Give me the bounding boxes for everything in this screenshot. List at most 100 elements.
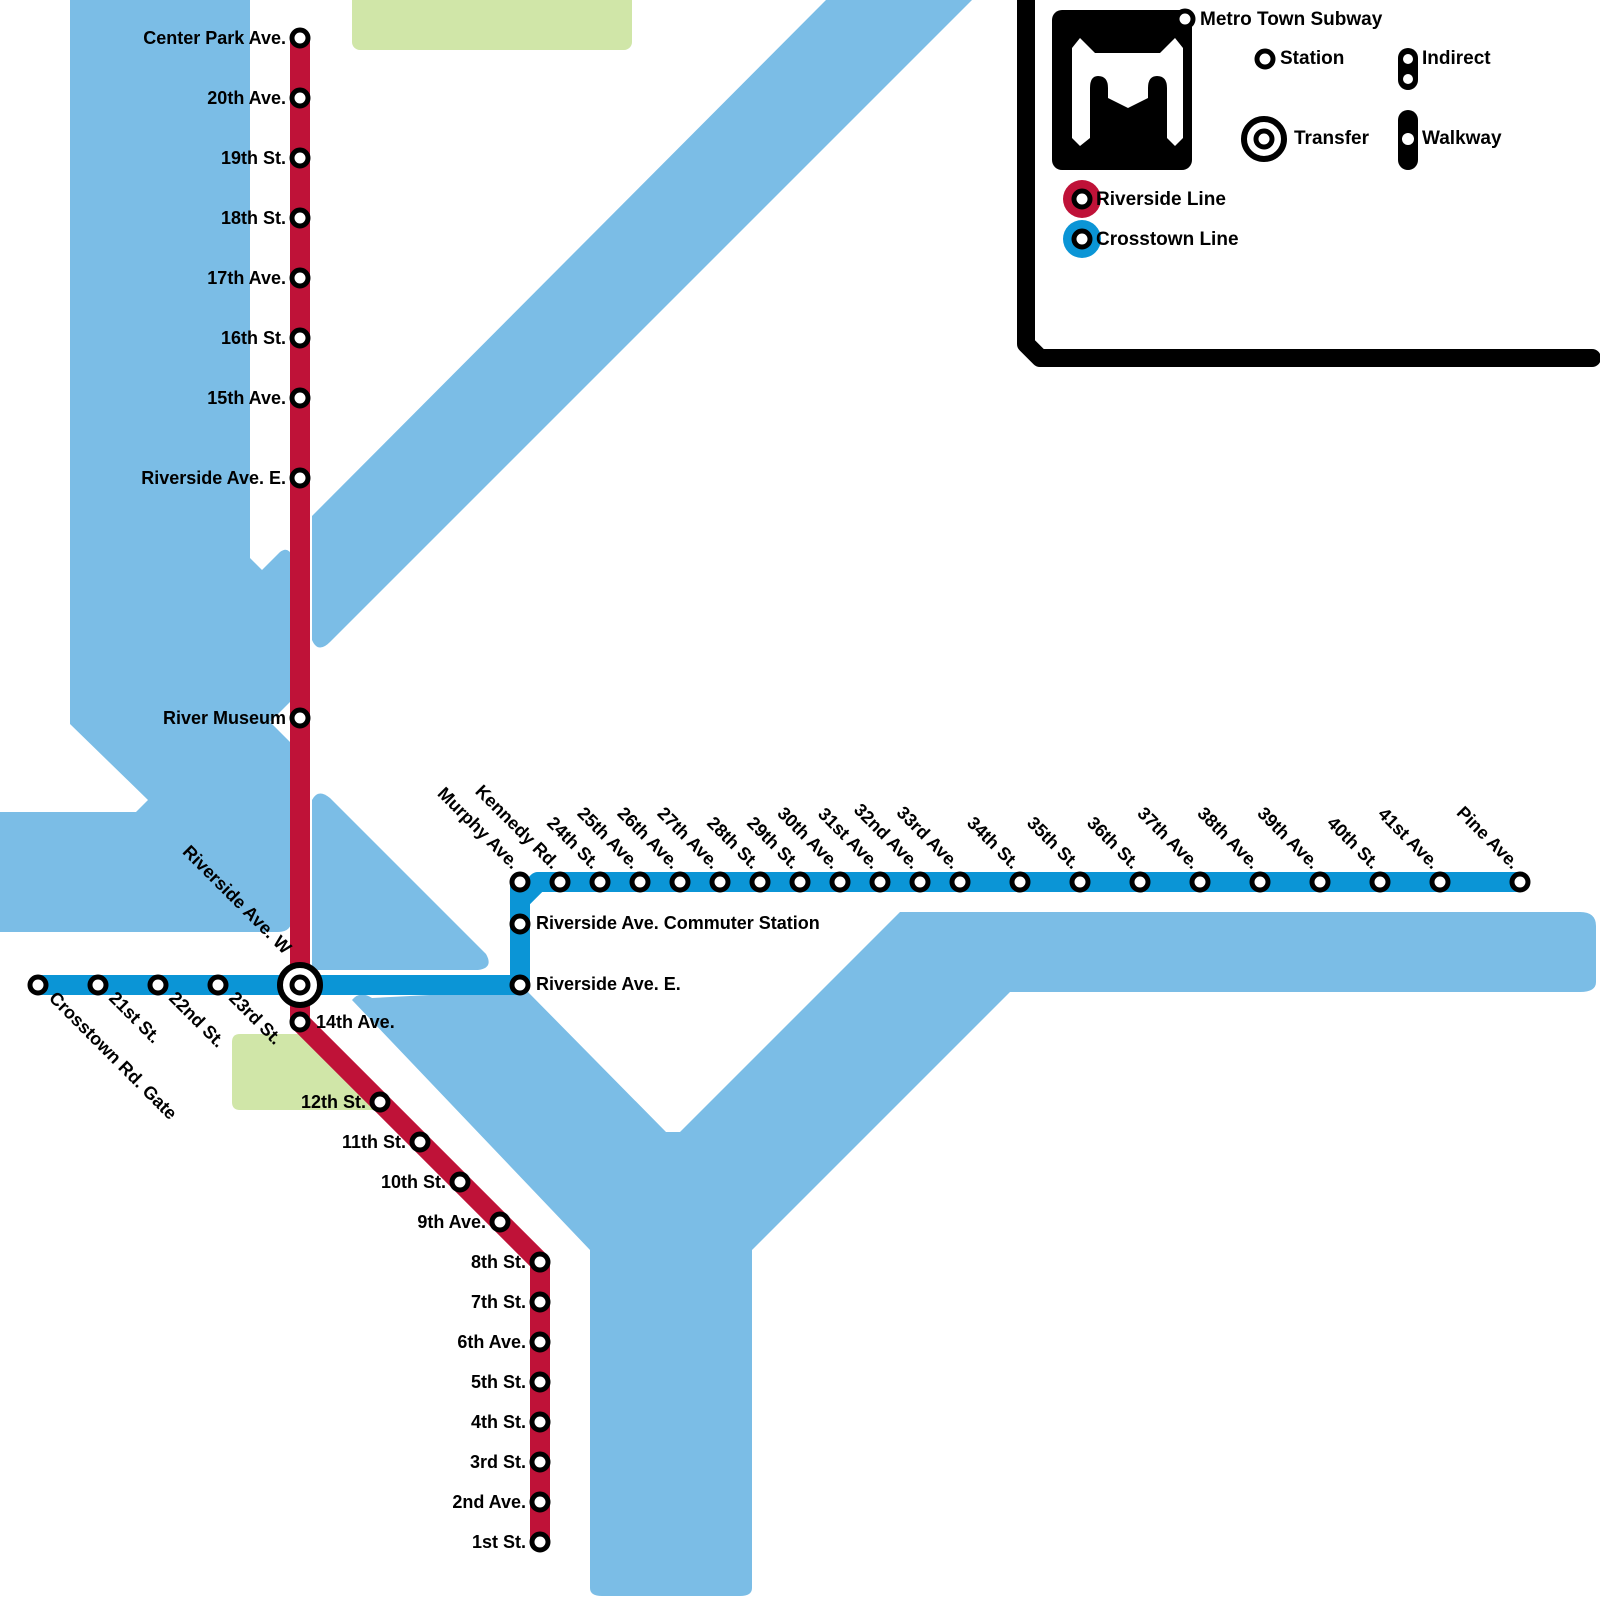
river-diagonal-mid xyxy=(312,793,489,970)
river-west xyxy=(0,0,292,932)
station-crosstown-38th-ave[interactable] xyxy=(1249,871,1271,893)
legend-crosstown-label: Crosstown Line xyxy=(1096,229,1239,250)
station-label-6th-ave: 6th Ave. xyxy=(457,1332,526,1352)
legend-station-icon xyxy=(1254,48,1276,70)
station-riverside-4th-st[interactable] xyxy=(529,1411,551,1433)
legend-walkway-label: Walkway xyxy=(1422,128,1502,149)
station-crosstown-30th-ave[interactable] xyxy=(829,871,851,893)
station-label-17th-ave: 17th Ave. xyxy=(207,268,286,288)
station-riverside-11th-st[interactable] xyxy=(409,1131,431,1153)
station-crosstown-kennedy-rd[interactable] xyxy=(549,871,571,893)
station-riverside-1st-st[interactable] xyxy=(529,1531,551,1553)
station-crosstown-riverside-ave-e[interactable] xyxy=(509,974,531,996)
station-crosstown-34th-st[interactable] xyxy=(1009,871,1031,893)
legend-indirect-dot-b xyxy=(1403,74,1413,84)
station-riverside-12th-st[interactable] xyxy=(369,1091,391,1113)
station-crosstown-35th-st[interactable] xyxy=(1069,871,1091,893)
station-crosstown-riverside-ave-commuter-station[interactable] xyxy=(509,913,531,935)
station-crosstown-murphy-ave[interactable] xyxy=(509,871,531,893)
station-crosstown-21st-st[interactable] xyxy=(87,974,109,996)
legend-station-label: Station xyxy=(1280,48,1344,69)
station-riverside-7th-st[interactable] xyxy=(529,1291,551,1313)
legend-walkway-dot xyxy=(1402,133,1414,145)
station-label-9th-ave: 9th Ave. xyxy=(417,1212,486,1232)
station-riverside-6th-ave[interactable] xyxy=(529,1331,551,1353)
station-label-34th-st: 34th St. xyxy=(963,813,1023,873)
station-crosstown-25th-ave[interactable] xyxy=(629,871,651,893)
station-crosstown-33rd-ave[interactable] xyxy=(949,871,971,893)
station-label-1st-st: 1st St. xyxy=(472,1532,526,1552)
station-label-pine-ave: Pine Ave. xyxy=(1453,802,1524,873)
station-crosstown-36th-st[interactable] xyxy=(1129,871,1151,893)
station-crosstown-23rd-st[interactable] xyxy=(207,974,229,996)
station-label-41st-ave: 41st Ave. xyxy=(1374,804,1443,873)
station-label-36th-st: 36th St. xyxy=(1083,813,1143,873)
station-riverside-riverside-ave-e[interactable] xyxy=(289,467,311,489)
station-label-14th-ave: 14th Ave. xyxy=(316,1012,395,1032)
station-label-10th-st: 10th St. xyxy=(381,1172,446,1192)
station-riverside-17th-ave[interactable] xyxy=(289,267,311,289)
station-label-riverside-ave-e: Riverside Ave. E. xyxy=(141,468,286,488)
river-y xyxy=(352,912,1596,1596)
station-label-4th-st: 4th St. xyxy=(471,1412,526,1432)
legend-title: Metro Town Subway xyxy=(1200,9,1383,30)
station-label-21st-st: 21st St. xyxy=(105,988,164,1047)
metro-logo-icon xyxy=(1072,38,1183,146)
station-crosstown-40th-st[interactable] xyxy=(1369,871,1391,893)
legend-indirect-label: Indirect xyxy=(1422,48,1491,69)
station-riverside-8th-st[interactable] xyxy=(529,1251,551,1273)
station-riverside-5th-st[interactable] xyxy=(529,1371,551,1393)
station-crosstown-32nd-ave[interactable] xyxy=(909,871,931,893)
station-label-riverside-ave-commuter-station: Riverside Ave. Commuter Station xyxy=(536,913,820,933)
station-riverside-river-museum[interactable] xyxy=(289,707,311,729)
transfer-station-inner xyxy=(289,974,311,996)
park-south xyxy=(232,1034,378,1110)
station-label-2nd-ave: 2nd Ave. xyxy=(452,1492,526,1512)
station-riverside-3rd-st[interactable] xyxy=(529,1451,551,1473)
station-crosstown-crosstown-rd-gate[interactable] xyxy=(27,974,49,996)
station-crosstown-26th-ave[interactable] xyxy=(669,871,691,893)
legend-frame xyxy=(1017,0,1600,367)
station-label-5th-st: 5th St. xyxy=(471,1372,526,1392)
station-riverside-18th-st[interactable] xyxy=(289,207,311,229)
station-label-19th-st: 19th St. xyxy=(221,148,286,168)
station-crosstown-22nd-st[interactable] xyxy=(147,974,169,996)
river-diagonal-north xyxy=(312,0,972,648)
station-riverside-2nd-ave[interactable] xyxy=(529,1491,551,1513)
station-riverside-19th-st[interactable] xyxy=(289,147,311,169)
station-crosstown-31st-ave[interactable] xyxy=(869,871,891,893)
station-crosstown-29th-st[interactable] xyxy=(789,871,811,893)
station-crosstown-27th-ave[interactable] xyxy=(709,871,731,893)
station-riverside-20th-ave[interactable] xyxy=(289,87,311,109)
station-label-7th-st: 7th St. xyxy=(471,1292,526,1312)
station-label-11th-st: 11th St. xyxy=(342,1132,406,1152)
legend-crosstown-station xyxy=(1071,228,1093,250)
station-crosstown-24th-st[interactable] xyxy=(589,871,611,893)
station-riverside-center-park-ave[interactable] xyxy=(289,27,311,49)
station-crosstown-41st-ave[interactable] xyxy=(1429,871,1451,893)
station-label-20th-ave: 20th Ave. xyxy=(207,88,286,108)
station-riverside-14th-ave[interactable] xyxy=(289,1011,311,1033)
park-north xyxy=(352,0,632,50)
station-label-3rd-st: 3rd St. xyxy=(470,1452,526,1472)
station-riverside-16th-st[interactable] xyxy=(289,327,311,349)
park-layer xyxy=(232,0,632,1110)
station-riverside-10th-st[interactable] xyxy=(449,1171,471,1193)
station-crosstown-28th-st[interactable] xyxy=(749,871,771,893)
legend-transfer-label: Transfer xyxy=(1294,128,1370,149)
station-crosstown-37th-ave[interactable] xyxy=(1189,871,1211,893)
station-label-39th-ave: 39th Ave. xyxy=(1254,803,1324,873)
station-label-15th-ave: 15th Ave. xyxy=(207,388,286,408)
station-crosstown-pine-ave[interactable] xyxy=(1509,871,1531,893)
station-riverside-9th-ave[interactable] xyxy=(489,1211,511,1233)
legend-transfer-inner xyxy=(1253,128,1275,150)
station-label-16th-st: 16th St. xyxy=(221,328,286,348)
station-crosstown-39th-ave[interactable] xyxy=(1309,871,1331,893)
riverside-line-track xyxy=(290,38,550,1542)
station-label-18th-st: 18th St. xyxy=(221,208,286,228)
station-riverside-15th-ave[interactable] xyxy=(289,387,311,409)
station-label-riverside-ave-e-crosstown: Riverside Ave. E. xyxy=(536,974,681,994)
station-label-8th-st: 8th St. xyxy=(471,1252,526,1272)
station-label-22nd-st: 22nd St. xyxy=(165,988,229,1052)
